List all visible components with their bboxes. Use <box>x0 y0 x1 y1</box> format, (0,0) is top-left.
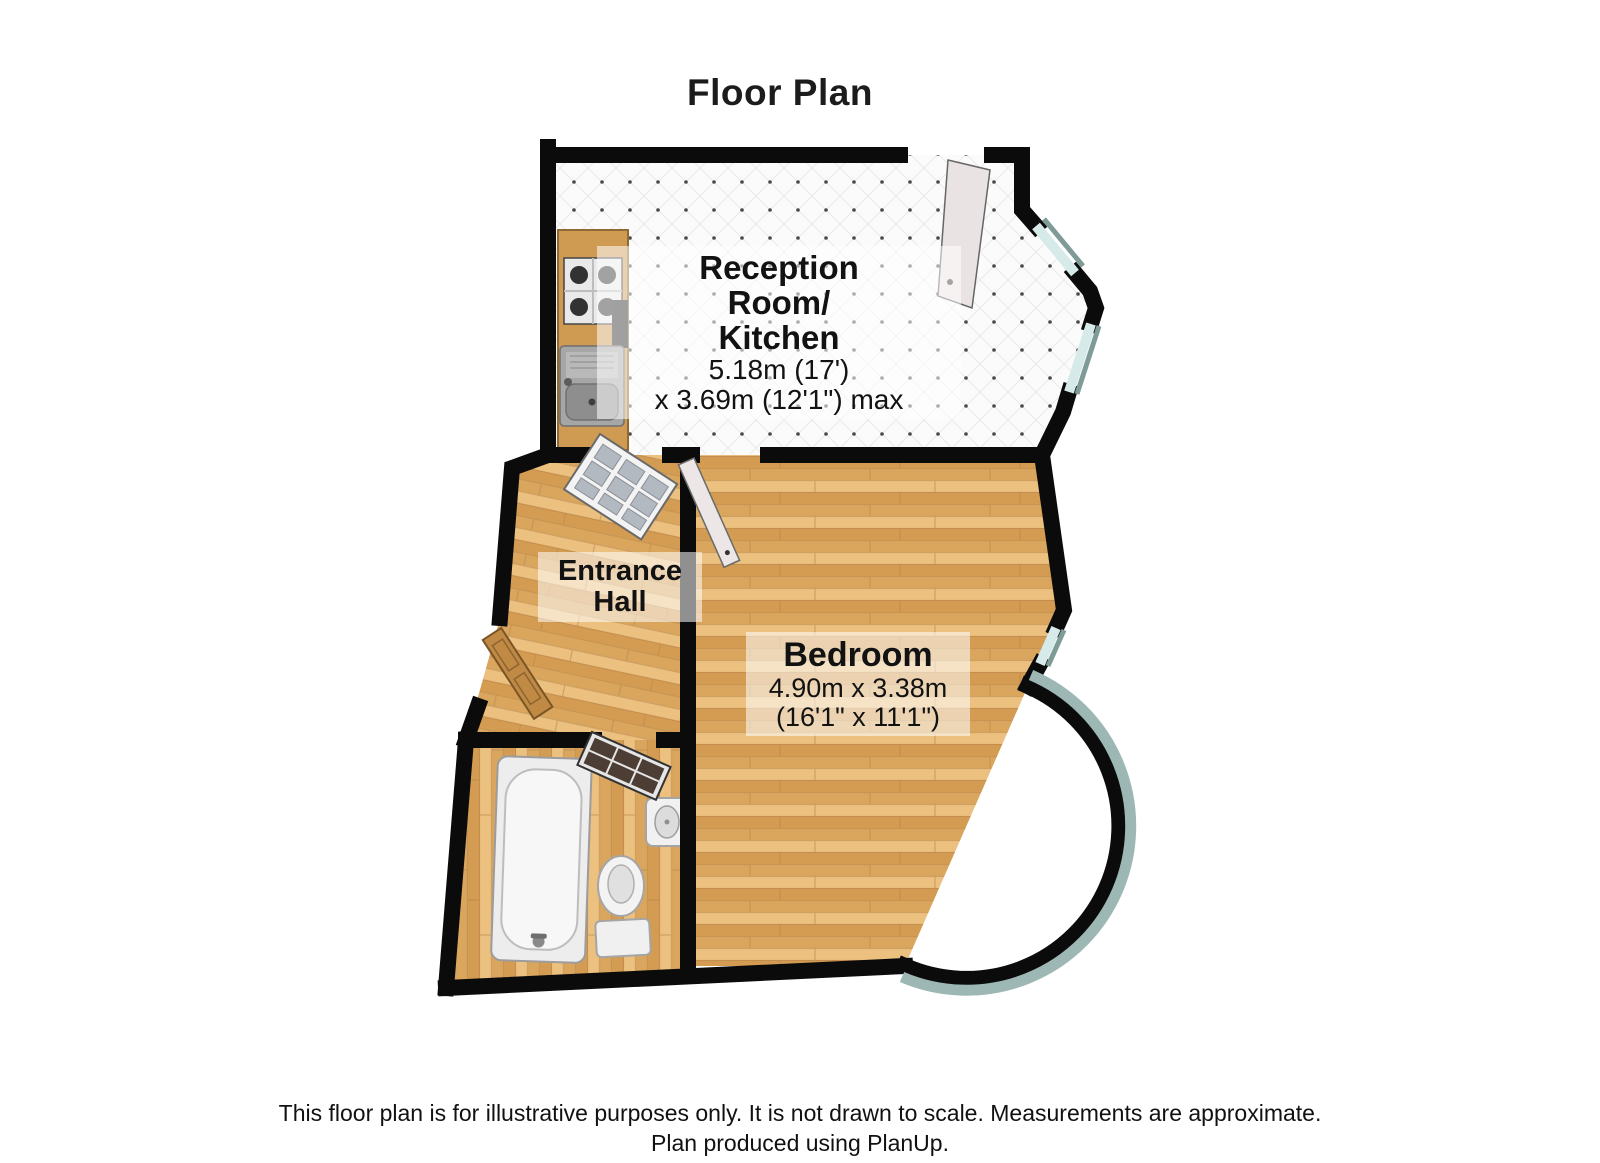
bedroom-door-leaf <box>677 457 741 569</box>
glazed-internal-door <box>562 432 679 541</box>
front-door <box>481 626 554 721</box>
bay-window-floor <box>905 686 1120 979</box>
bathroom-window <box>576 730 672 802</box>
bedroom-dimensions-line1: 4.90m x 3.38m <box>768 673 948 703</box>
toilet-icon <box>594 855 652 959</box>
walls <box>437 139 1128 997</box>
entrance-hall-label: Entrance Hall <box>538 552 702 622</box>
basin-icon <box>645 797 689 847</box>
reception-name-line3: Kitchen <box>718 319 840 356</box>
reception-dimensions-line1: 5.18m (17') <box>708 354 850 385</box>
reception-dimensions-line2: x 3.69m (12'1") max <box>654 384 904 415</box>
bathtub-icon <box>490 755 593 964</box>
curved-bay-window-glass <box>899 669 1137 996</box>
bedroom-label: Bedroom 4.90m x 3.38m (16'1" x 11'1") <box>746 632 970 736</box>
page-title: Floor Plan <box>687 72 873 113</box>
reception-room-label: Reception Room/ Kitchen 5.18m (17') x 3.… <box>597 246 961 419</box>
entrance-name-line2: Hall <box>593 586 647 618</box>
reception-name-line2: Room/ <box>727 284 831 321</box>
entrance-name-line1: Entrance <box>557 555 683 587</box>
bedroom-name: Bedroom <box>783 636 933 674</box>
disclaimer-line2: Plan produced using PlanUp. <box>651 1130 949 1156</box>
bay-window-top-right <box>1032 217 1102 395</box>
bedroom-dimensions-line2: (16'1" x 11'1") <box>775 702 941 732</box>
reception-name-line1: Reception <box>699 249 859 286</box>
disclaimer-line1: This floor plan is for illustrative purp… <box>278 1100 1322 1126</box>
bedroom-side-window <box>1035 625 1067 668</box>
